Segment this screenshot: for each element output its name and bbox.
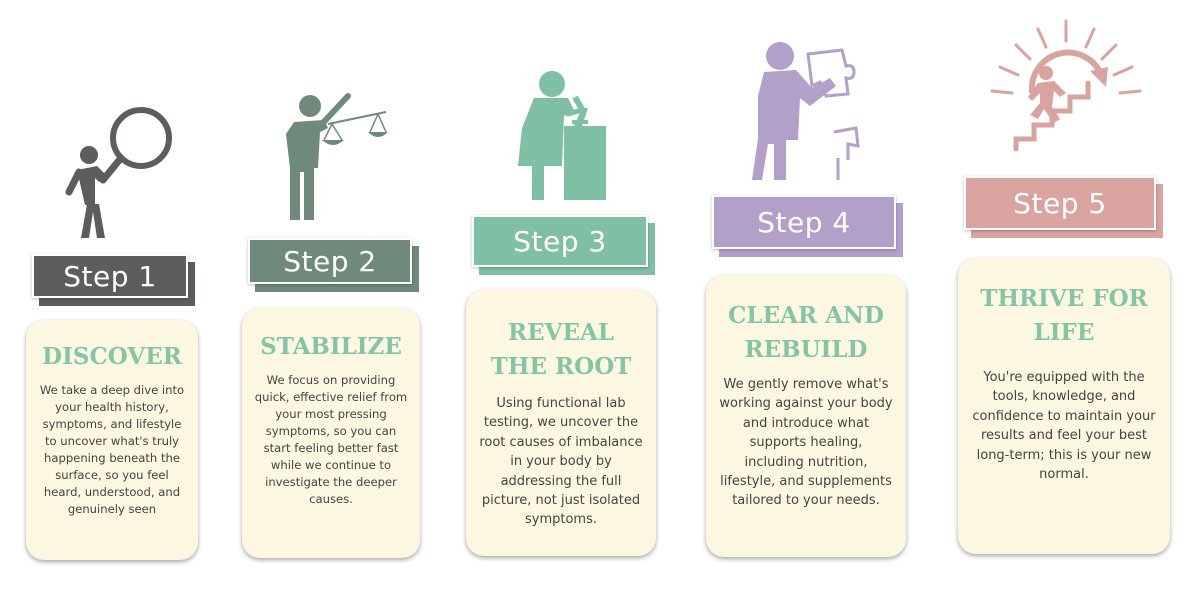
step-badge: Step 4 [712, 195, 903, 257]
badge-label: Step 4 [712, 195, 896, 249]
step-title: DISCOVER [42, 343, 182, 370]
step-card: CLEAR AND REBUILD We gently remove what'… [706, 275, 906, 557]
microscope-scientist-icon [518, 71, 606, 200]
step-card: REVEAL THE ROOT Using functional lab tes… [466, 290, 656, 556]
step-description: Using functional lab testing, we uncover… [479, 396, 643, 528]
magnifying-glass-person-icon [65, 107, 172, 238]
balance-scale-person-icon [286, 93, 388, 220]
step-badge: Step 3 [472, 215, 655, 275]
puzzle-person-icon [752, 42, 860, 180]
step-title: STABILIZE [260, 333, 402, 360]
badge-label: Step 1 [32, 254, 188, 298]
badge-label: Step 3 [472, 215, 648, 267]
step-card: DISCOVER We take a deep dive into your h… [26, 320, 198, 560]
step-badge: Step 1 [32, 254, 195, 306]
step-3: Step 3 REVEAL THE ROOT Using functional … [440, 0, 680, 594]
step-1: Step 1 DISCOVER We take a deep dive into… [0, 0, 240, 594]
step-title: THRIVE FOR LIFE [980, 285, 1148, 346]
step-card: STABILIZE We focus on providing quick, e… [242, 308, 420, 558]
step-4: Step 4 CLEAR AND REBUILD We gently remov… [690, 0, 930, 594]
step-description: You're equipped with the tools, knowledg… [972, 370, 1156, 483]
step-description: We take a deep dive into your health his… [39, 383, 185, 516]
step-title: CLEAR AND REBUILD [728, 302, 884, 363]
step-card: THRIVE FOR LIFE You're equipped with the… [958, 258, 1170, 554]
step-title: REVEAL THE ROOT [490, 319, 632, 380]
climbing-stairs-sun-icon [990, 19, 1142, 152]
step-5: Step 5 THRIVE FOR LIFE You're equipped w… [940, 0, 1200, 594]
badge-label: Step 2 [248, 238, 412, 284]
step-badge: Step 2 [248, 238, 419, 292]
badge-label: Step 5 [964, 176, 1156, 230]
step-2: Step 2 STABILIZE We focus on providing q… [240, 0, 440, 594]
step-badge: Step 5 [964, 176, 1163, 238]
step-description: We focus on providing quick, effective r… [254, 373, 408, 506]
step-description: We gently remove what's working against … [719, 377, 893, 509]
